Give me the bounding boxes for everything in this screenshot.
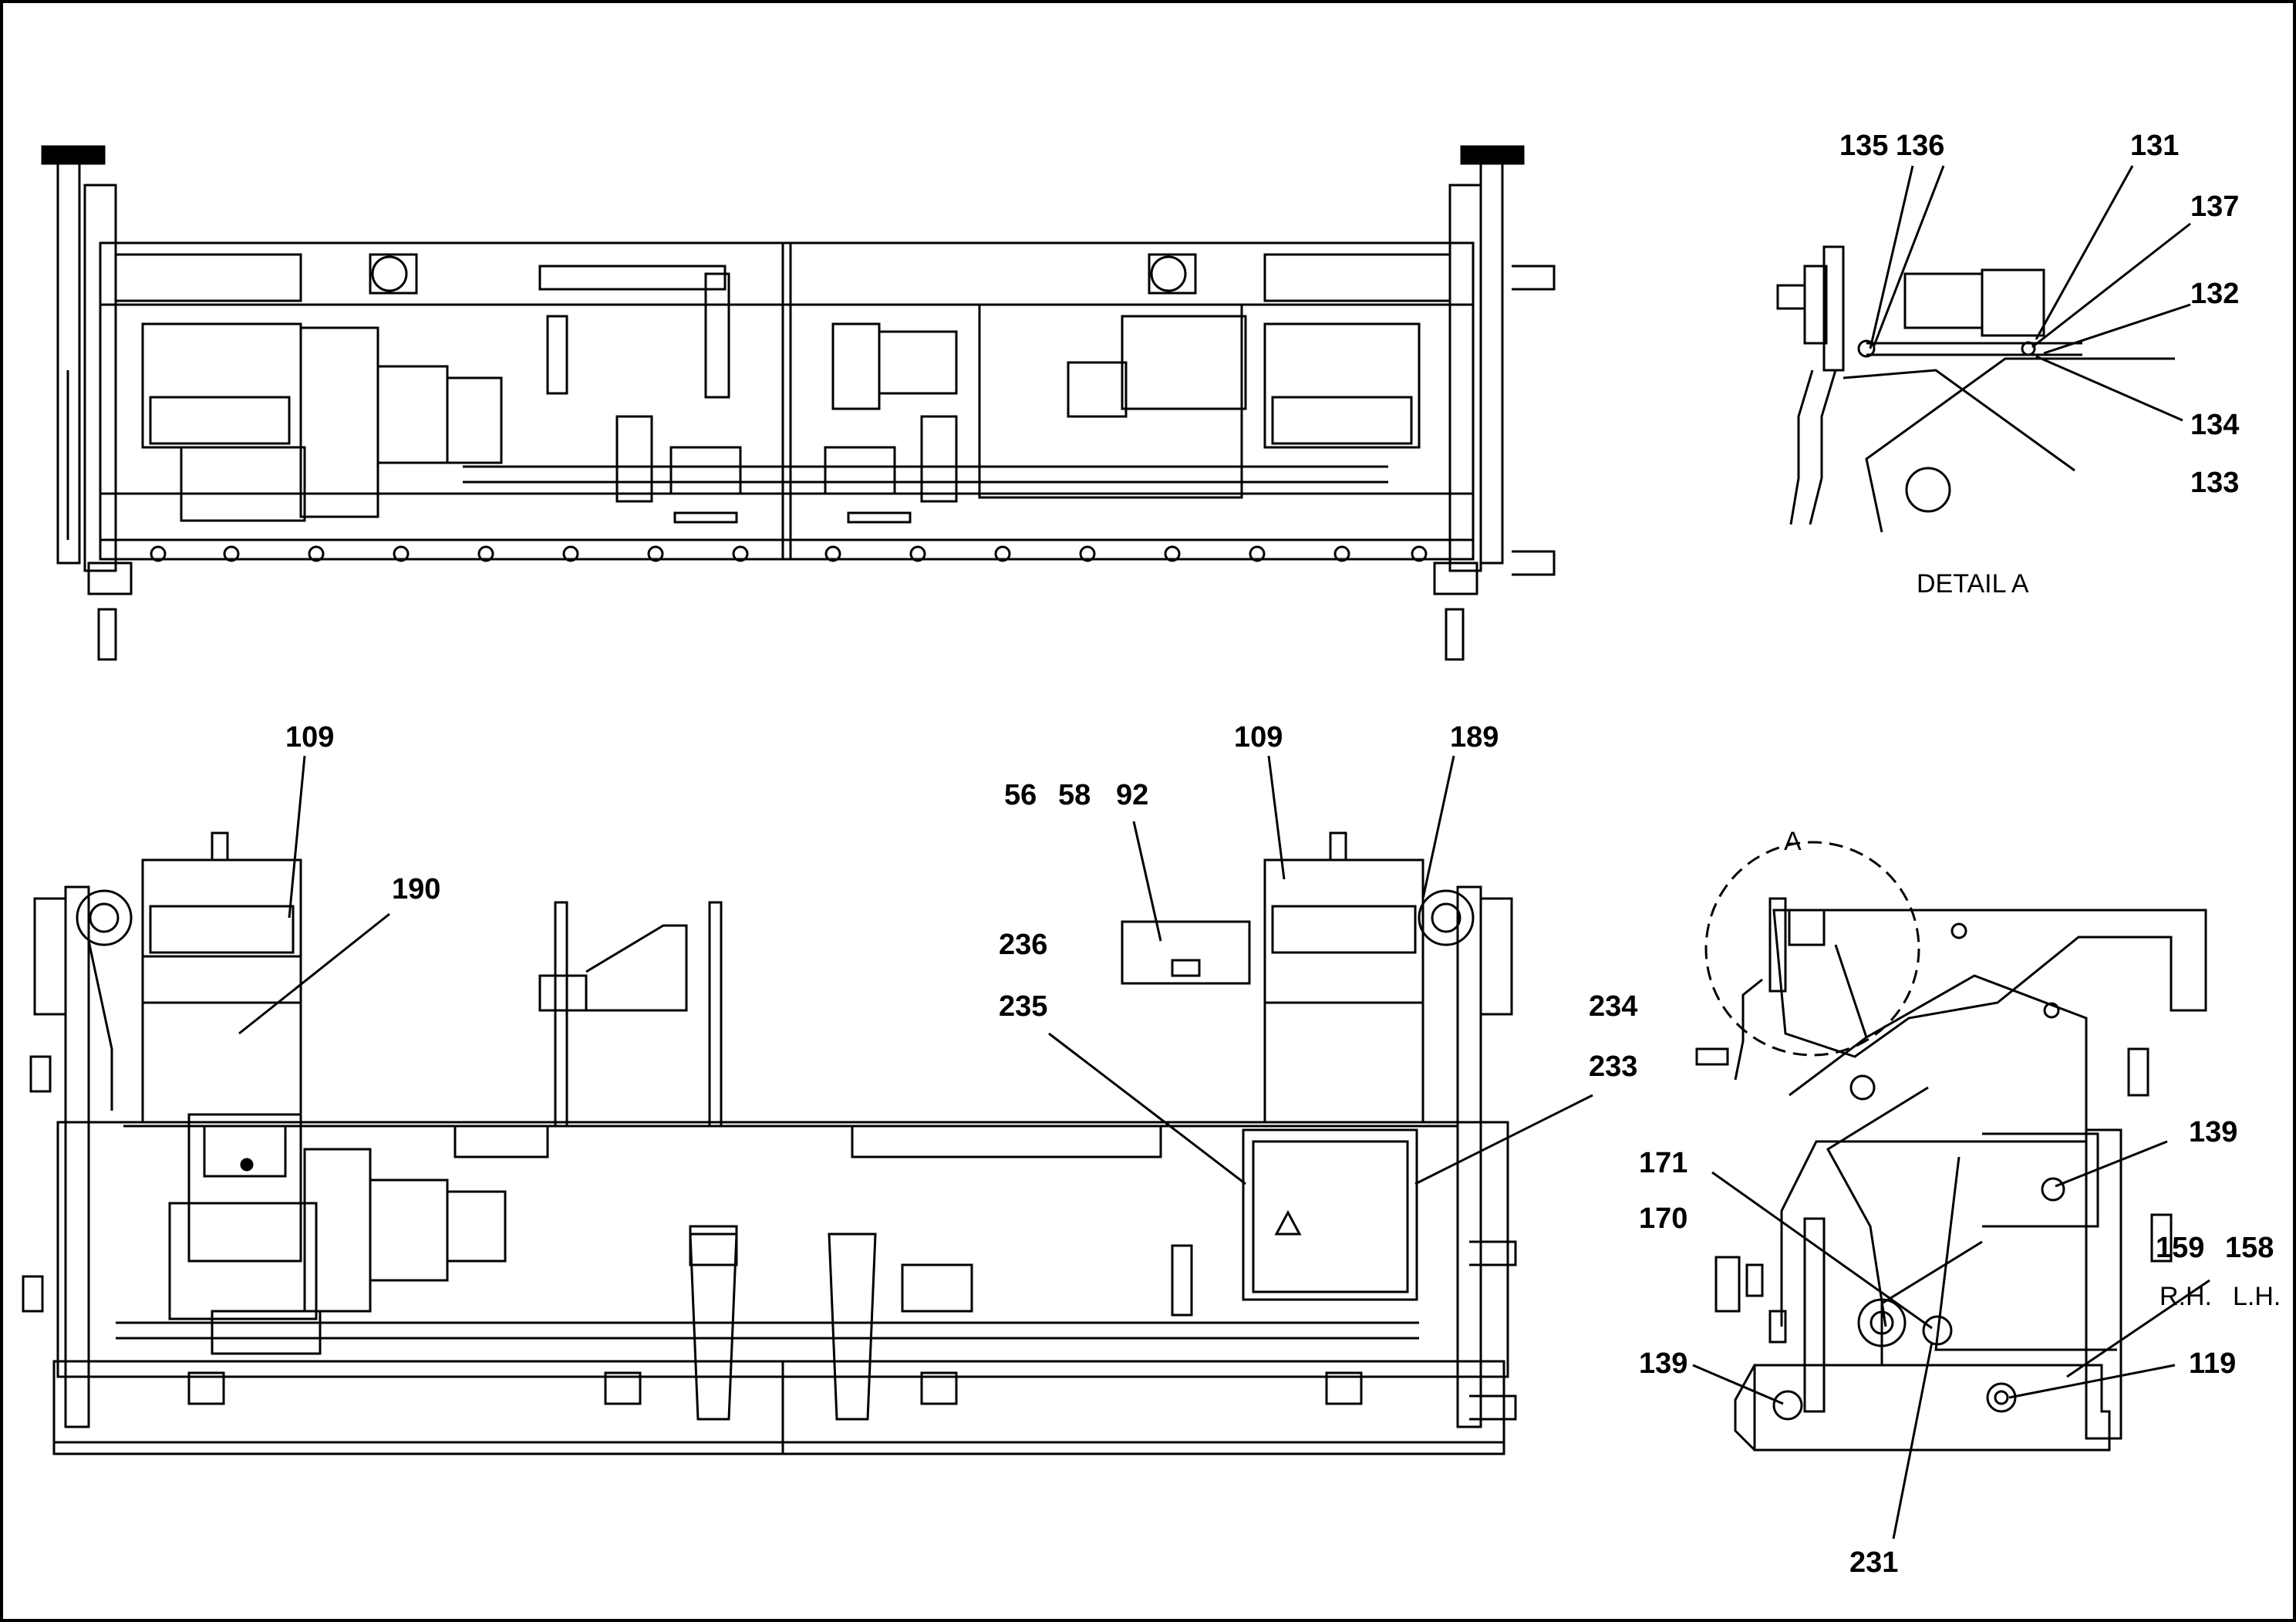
- callout-234: 234: [1589, 990, 1637, 1023]
- callout-158: 158: [2225, 1232, 2274, 1264]
- callout-135: 135: [1839, 130, 1888, 162]
- front-view-drawing: [22, 831, 1517, 1455]
- label-rh: R.H.: [2159, 1282, 2212, 1311]
- callout-109-right: 109: [1234, 721, 1283, 754]
- callout-171: 171: [1639, 1147, 1687, 1179]
- callout-236: 236: [999, 929, 1047, 961]
- callout-136: 136: [1896, 130, 1944, 162]
- callout-139-lower: 139: [1639, 1347, 1687, 1380]
- side-view-labels: A 139 171 170 159 158 R.H. L.H. 139 119 …: [1639, 827, 2281, 1579]
- callout-235: 235: [999, 990, 1047, 1023]
- label-lh: L.H.: [2233, 1282, 2281, 1311]
- detail-a-labels: 135 136 131 137 132 134 133 DETAIL A: [1839, 130, 2239, 599]
- callout-170: 170: [1639, 1202, 1687, 1235]
- callout-134: 134: [2190, 409, 2239, 441]
- callout-56: 56: [1004, 779, 1037, 811]
- front-view-leaders: [238, 755, 1593, 1185]
- callout-233: 233: [1589, 1050, 1637, 1083]
- callout-58: 58: [1058, 779, 1091, 811]
- detail-a-marker: A: [1784, 827, 1802, 856]
- callout-132: 132: [2190, 278, 2239, 310]
- callout-133: 133: [2190, 467, 2239, 499]
- detail-a-drawing: [1776, 245, 2175, 533]
- callout-109-left: 109: [285, 721, 334, 754]
- side-view-drawing: [1695, 841, 2207, 1452]
- side-view-leaders: [1692, 1140, 2210, 1539]
- callout-139-upper: 139: [2189, 1116, 2237, 1148]
- callout-189: 189: [1450, 721, 1499, 754]
- callout-119: 119: [2189, 1347, 2236, 1380]
- callout-92: 92: [1116, 779, 1148, 811]
- callout-131: 131: [2130, 130, 2179, 162]
- callout-159: 159: [2156, 1232, 2204, 1264]
- detail-a-caption: DETAIL A: [1917, 569, 2029, 599]
- top-view-bolts: [150, 545, 1428, 562]
- front-view-plates: [187, 1371, 1363, 1405]
- detail-a-leaders: [1869, 165, 2191, 422]
- front-view-labels: 109 109 189 190 56 58 92 236 235 234 233: [285, 721, 1637, 1083]
- top-view-drawing: [41, 145, 1556, 661]
- callout-137: 137: [2190, 191, 2239, 223]
- callout-231: 231: [1849, 1546, 1898, 1579]
- callout-190: 190: [392, 873, 440, 905]
